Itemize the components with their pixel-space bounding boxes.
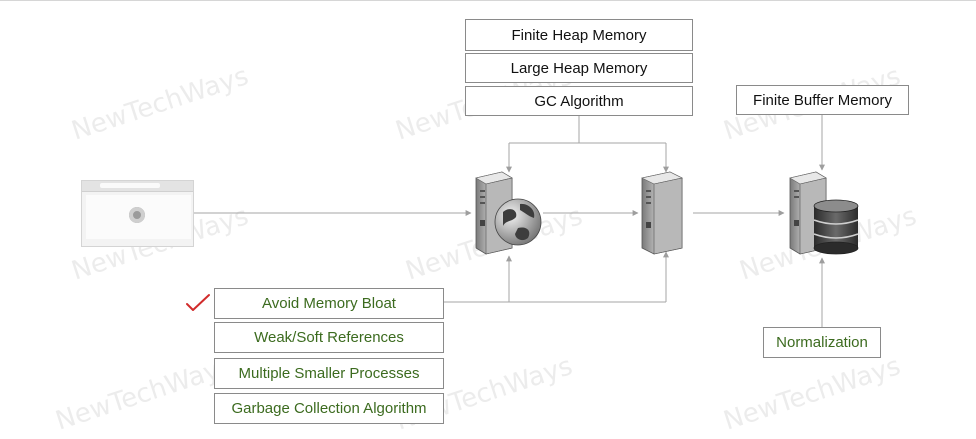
weak-soft-references-box: Weak/Soft References bbox=[214, 322, 444, 353]
gc-algorithm-box: GC Algorithm bbox=[465, 86, 693, 116]
large-heap-memory-box: Large Heap Memory bbox=[465, 53, 693, 83]
avoid-memory-bloat-box: Avoid Memory Bloat bbox=[214, 288, 444, 319]
web-server-icon bbox=[475, 171, 542, 255]
multiple-smaller-processes-box: Multiple Smaller Processes bbox=[214, 358, 444, 389]
browser-address-bar bbox=[100, 183, 160, 188]
server-icon bbox=[641, 171, 683, 255]
garbage-collection-algorithm-box: Garbage Collection Algorithm bbox=[214, 393, 444, 424]
top-divider bbox=[0, 0, 976, 1]
chrome-logo-icon bbox=[129, 207, 145, 223]
finite-buffer-memory-box: Finite Buffer Memory bbox=[736, 85, 909, 115]
finite-heap-memory-box: Finite Heap Memory bbox=[465, 19, 693, 51]
normalization-box: Normalization bbox=[763, 327, 881, 358]
browser-window-icon bbox=[81, 180, 194, 247]
database-server-icon bbox=[789, 171, 859, 255]
checkmark-icon bbox=[186, 294, 210, 311]
